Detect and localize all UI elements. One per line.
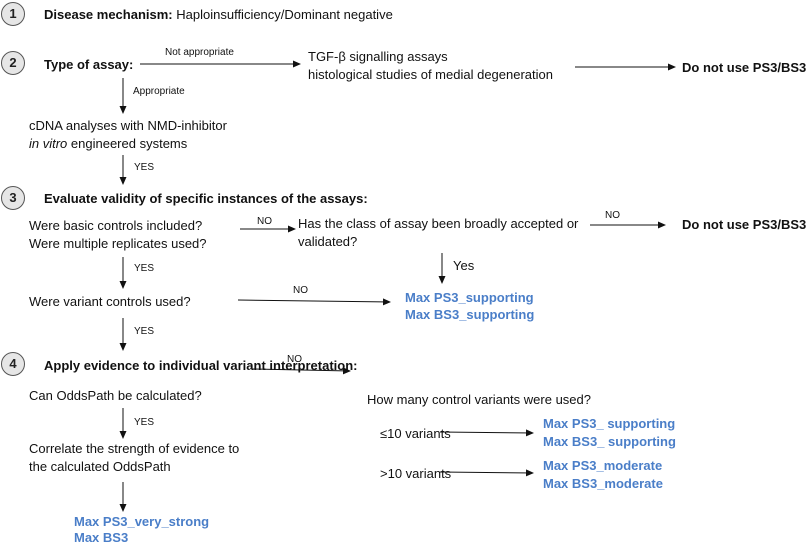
do-not-use-outcome-1: Do not use PS3/BS3: [682, 60, 806, 75]
engineered-systems-text: engineered systems: [67, 136, 188, 151]
arrow-le10: [439, 429, 534, 437]
do-not-use-outcome-2: Do not use PS3/BS3: [682, 217, 806, 232]
step-4-heading: Apply evidence to individual variant int…: [44, 358, 358, 373]
outcome-ps3-very-strong: Max PS3_very_strong: [74, 514, 210, 529]
correlate-text-1: Correlate the strength of evidence to: [29, 441, 240, 456]
appropriate-assay-2: in vitro engineered systems: [29, 135, 187, 152]
q-oddspath: Can OddsPath be calculated?: [29, 388, 202, 403]
step-2-heading: Type of assay:: [44, 57, 134, 72]
step-3-heading: Evaluate validity of specific instances …: [44, 191, 368, 206]
q-multiple-replicates: Were multiple replicates used?: [29, 236, 207, 251]
in-vitro-text: in vitro: [29, 136, 68, 151]
le10-variants-label: ≤10 variants: [380, 426, 451, 441]
arrow-no-variant-controls: [237, 298, 391, 306]
flow-arrows: [119, 60, 676, 512]
outcome-bs3-supporting-le10: Max BS3_ supporting: [543, 434, 676, 449]
step-4-badge: 4: [1, 352, 25, 376]
q-variant-controls: Were variant controls used?: [29, 294, 191, 309]
outcome-bs3-supporting: Max BS3_supporting: [405, 307, 535, 322]
step-2-badge: 2: [1, 51, 25, 75]
outcome-bs3-max: Max BS3: [74, 530, 129, 545]
yes-label-oddspath: YES: [134, 417, 155, 428]
appropriate-label: Appropriate: [133, 86, 185, 97]
outcome-ps3-supporting-le10: Max PS3_ supporting: [543, 416, 676, 431]
correlate-text-2: the calculated OddsPath: [29, 459, 171, 474]
q-class-accepted-1: Has the class of assay been broadly acce…: [298, 216, 579, 231]
arrow-gt10: [439, 469, 534, 477]
outcome-bs3-moderate: Max BS3_moderate: [543, 476, 663, 491]
q-class-accepted-2: validated?: [298, 234, 358, 249]
yes-label-step2: YES: [134, 162, 155, 173]
step-3-badge: 3: [1, 186, 25, 210]
inappropriate-assay-2: histological studies of medial degenerat…: [308, 67, 553, 82]
not-appropriate-label: Not appropriate: [165, 47, 234, 58]
no-label-oddspath: NO: [287, 354, 302, 365]
yes-label-controls: YES: [134, 263, 155, 274]
arrow-no-oddspath: [251, 367, 351, 375]
q-basic-controls: Were basic controls included?: [29, 218, 203, 233]
appropriate-assay-1: cDNA analyses with NMD-inhibitor: [29, 118, 227, 133]
step-1-text: Disease mechanism: Haploinsufficiency/Do…: [44, 6, 393, 23]
step-1-badge: 1: [1, 2, 25, 26]
no-label-class: NO: [605, 210, 620, 221]
outcome-ps3-moderate: Max PS3_moderate: [543, 458, 663, 473]
gt10-variants-label: >10 variants: [380, 466, 452, 481]
outcome-ps3-supporting: Max PS3_supporting: [405, 290, 534, 305]
yes-label-variant-controls: YES: [134, 326, 155, 337]
inappropriate-assay-1: TGF-β signalling assays: [308, 49, 448, 64]
step-1-heading: Disease mechanism:: [44, 7, 173, 22]
no-label-variant-controls: NO: [293, 285, 308, 296]
step-1-detail: Haploinsufficiency/Dominant negative: [176, 7, 393, 22]
yes-label-class: Yes: [453, 258, 475, 273]
no-label-controls: NO: [257, 216, 272, 227]
q-how-many-controls: How many control variants were used?: [367, 392, 591, 407]
